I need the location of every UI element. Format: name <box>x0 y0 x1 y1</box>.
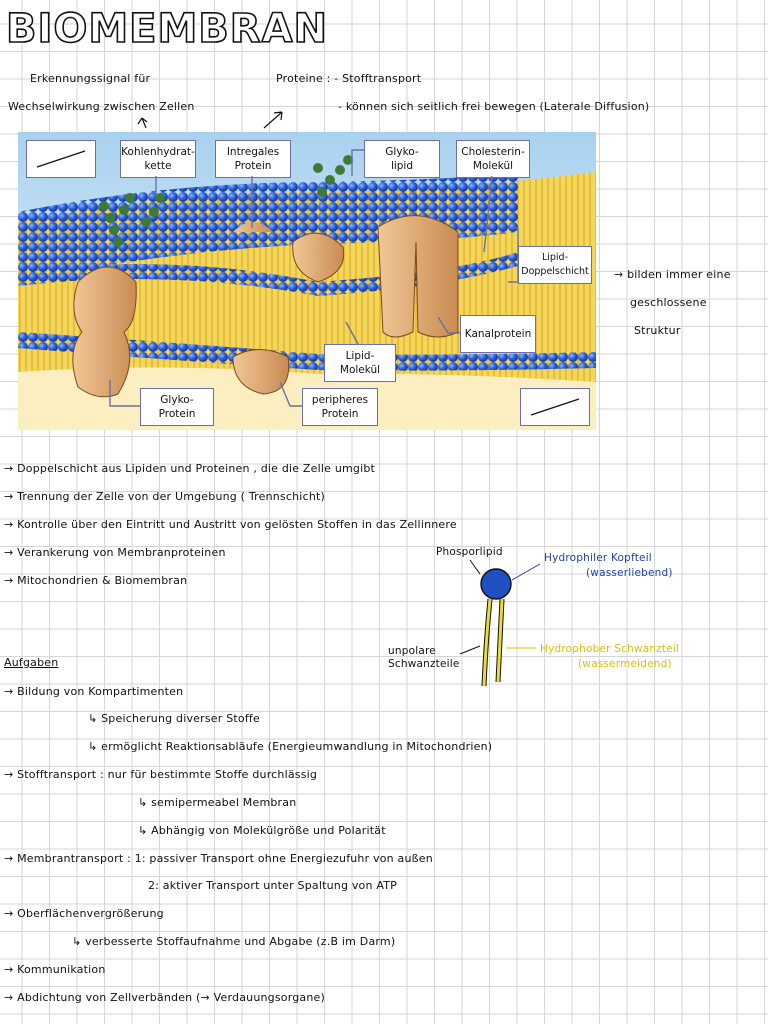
side-note-1: → bilden immer eine <box>614 268 731 281</box>
phospholipid-label: Phosporlipid <box>436 546 503 558</box>
task-line: → Membrantransport : 1: passiver Transpo… <box>4 852 433 865</box>
unpolar-label-1: unpolare <box>388 645 436 657</box>
fact-item: → Trennung der Zelle von der Umgebung ( … <box>4 490 325 503</box>
task-line: → Abdichtung von Zellverbänden (→ Verdau… <box>4 991 325 1004</box>
label-cholesterin: Cholesterin- Molekül <box>456 140 530 178</box>
phospholipid-drawing <box>459 559 541 687</box>
hydrophobic-tail-label: Hydrophober Schwanzteil <box>540 643 680 655</box>
task-line: ↳ verbesserte Stoffaufnahme und Abgabe (… <box>72 935 396 948</box>
task-line: → Bildung von Kompartimenten <box>4 685 184 698</box>
note-proteins-2: - können sich seitlich frei bewegen (Lat… <box>338 100 650 113</box>
header-arrows <box>137 111 283 129</box>
task-line: → Stofftransport : nur für bestimmte Sto… <box>4 768 318 781</box>
hydrophilic-head-sub: (wasserliebend) <box>586 567 673 579</box>
legend-box-top <box>26 140 96 178</box>
fact-item: → Verankerung von Membranproteinen <box>4 546 226 559</box>
leader-lines <box>109 149 519 407</box>
side-note-2: geschlossene <box>630 296 707 309</box>
label-integrales-protein: Intregales Protein <box>215 140 291 178</box>
label-glykolipid: Glyko- lipid <box>364 140 440 178</box>
note-proteins-1: Proteine : - Stofftransport <box>276 72 422 85</box>
fact-item: → Doppelschicht aus Lipiden und Proteine… <box>4 462 376 475</box>
label-peripheres-protein: peripheres Protein <box>302 388 378 426</box>
task-line: 2: aktiver Transport unter Spaltung von … <box>148 879 397 892</box>
legend-box-bottom <box>520 388 590 426</box>
note-recognition-2: Wechselwirkung zwischen Zellen <box>8 100 195 113</box>
label-kanalprotein: Kanalprotein <box>460 315 536 353</box>
hydrophilic-head-label: Hydrophiler Kopfteil <box>544 552 652 564</box>
tasks-heading: Aufgaben <box>4 656 59 669</box>
label-lipid-molekuel: Lipid- Molekül <box>324 344 396 382</box>
label-lipid-doppelschicht: Lipid- Doppelschicht <box>518 246 592 284</box>
task-line: ↳ Speicherung diverser Stoffe <box>88 712 260 725</box>
note-recognition-1: Erkennungssignal für <box>30 72 151 85</box>
fact-item: → Kontrolle über den Eintritt und Austri… <box>4 518 457 531</box>
hydrophobic-tail-sub: (wassermeidend) <box>578 658 672 670</box>
task-line: ↳ semipermeabel Membran <box>138 796 297 809</box>
label-glykoprotein: Glyko- Protein <box>140 388 214 426</box>
task-line: ↳ ermöglicht Reaktionsabläufe (Energieum… <box>88 740 493 753</box>
task-line: ↳ Abhängig von Molekülgröße und Polaritä… <box>138 824 386 837</box>
membrane-diagram: Kohlenhydrat- kette Intregales Protein G… <box>18 132 596 430</box>
task-line: → Kommunikation <box>4 963 106 976</box>
label-kohlenhydratkette: Kohlenhydrat- kette <box>120 140 196 178</box>
fact-item: → Mitochondrien & Biomembran <box>4 574 188 587</box>
task-line: → Oberflächenvergrößerung <box>4 907 164 920</box>
page-title: BIOMEMBRAN <box>5 5 329 53</box>
unpolar-label-2: Schwanzteile <box>388 658 460 670</box>
side-note-3: Struktur <box>634 324 681 337</box>
